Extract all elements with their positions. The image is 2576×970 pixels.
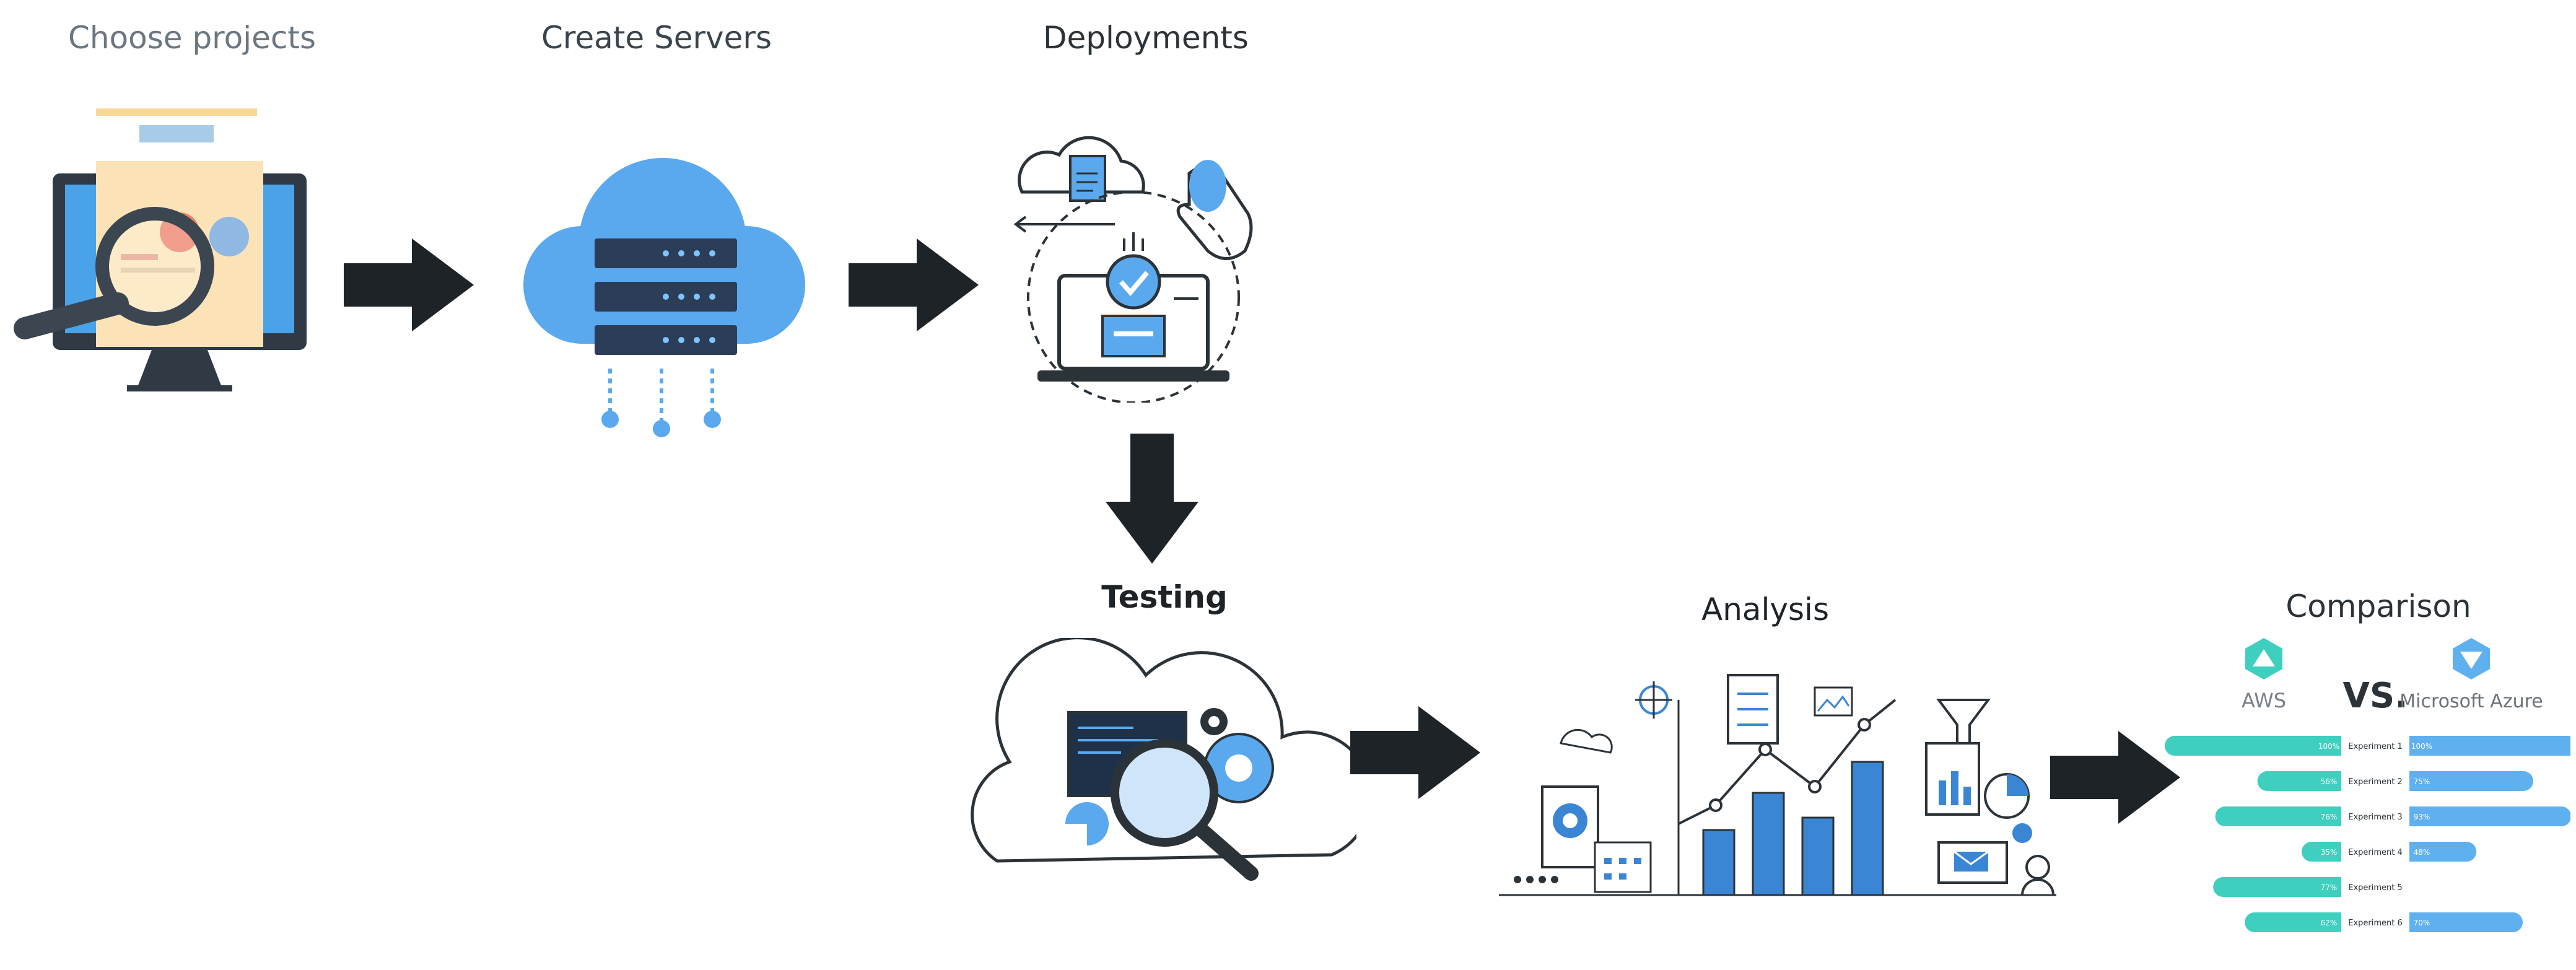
stage-title-deployments: Deployments	[1043, 20, 1249, 56]
experiment-label: Experiment 1	[2348, 742, 2403, 751]
aws-value-label: 100%	[2318, 742, 2339, 751]
experiment-label: Experiment 5	[2348, 883, 2403, 893]
testing-illustration	[960, 636, 1373, 913]
azure-bar	[2375, 736, 2576, 756]
comparison-chart: AWS VS. Microsoft Azure Experiment 1 100%…	[2165, 638, 2576, 932]
arrow-analysis-to-comparison	[2050, 731, 2180, 826]
experiment-label: Experiment 6	[2348, 919, 2403, 928]
arrow-choose-to-servers	[344, 238, 474, 334]
comparison-row: Experiment 4 35% 48%	[2302, 842, 2477, 862]
stage-title-testing: Testing	[1101, 579, 1228, 615]
aws-value-label: 62%	[2321, 919, 2338, 927]
comparison-panel: AWS VS. Microsoft Azure Experiment 1 100%…	[2143, 638, 2576, 960]
aws-value-label: 35%	[2321, 848, 2338, 857]
experiment-label: Experiment 4	[2348, 848, 2403, 857]
analysis-illustration	[1493, 663, 2063, 913]
stage-title-analysis: Analysis	[1701, 592, 1829, 627]
azure-badge-icon	[2453, 638, 2490, 679]
stage-title-choose-projects: Choose projects	[68, 20, 317, 56]
azure-value-label: 75%	[2414, 777, 2430, 786]
azure-label: Microsoft Azure	[2399, 691, 2543, 712]
choose-projects-illustration	[6, 99, 316, 399]
aws-value-label: 77%	[2321, 883, 2338, 892]
arrow-testing-to-analysis	[1350, 706, 1480, 802]
aws-bar	[2215, 806, 2375, 826]
azure-bar	[2375, 912, 2523, 932]
azure-value-label: 48%	[2414, 848, 2430, 857]
aws-badge-icon	[2245, 638, 2282, 679]
comparison-row: Experiment 5 77% 16%	[2213, 877, 2430, 897]
deployments-illustration	[1003, 118, 1295, 405]
azure-value-label: 100%	[2411, 742, 2432, 751]
stage-title-comparison: Comparison	[2286, 588, 2471, 624]
azure-value-label: 70%	[2414, 919, 2430, 927]
comparison-row: Experiment 6 62% 70%	[2245, 912, 2523, 932]
comparison-row: Experiment 3 76% 93%	[2215, 806, 2572, 826]
stage-title-create-servers: Create Servers	[541, 20, 772, 56]
comparison-row: Experiment 1 100% 100%	[2165, 736, 2576, 756]
azure-bar	[2375, 771, 2533, 791]
create-servers-illustration	[508, 149, 818, 448]
aws-value-label: 76%	[2321, 813, 2338, 821]
comparison-row: Experiment 2 56% 75%	[2257, 771, 2533, 791]
experiment-label: Experiment 2	[2348, 777, 2403, 787]
aws-bar	[2165, 736, 2375, 756]
arrow-servers-to-deploy	[849, 238, 979, 334]
experiment-label: Experiment 3	[2348, 813, 2403, 822]
aws-value-label: 56%	[2321, 777, 2338, 786]
azure-value-label: 16%	[2414, 883, 2430, 892]
azure-bar	[2375, 806, 2572, 826]
arrow-deploy-to-testing	[1106, 434, 1198, 566]
azure-value-label: 93%	[2414, 813, 2430, 821]
aws-bar	[2213, 877, 2375, 897]
vs-label: VS.	[2343, 676, 2408, 716]
aws-label: AWS	[2242, 689, 2286, 712]
